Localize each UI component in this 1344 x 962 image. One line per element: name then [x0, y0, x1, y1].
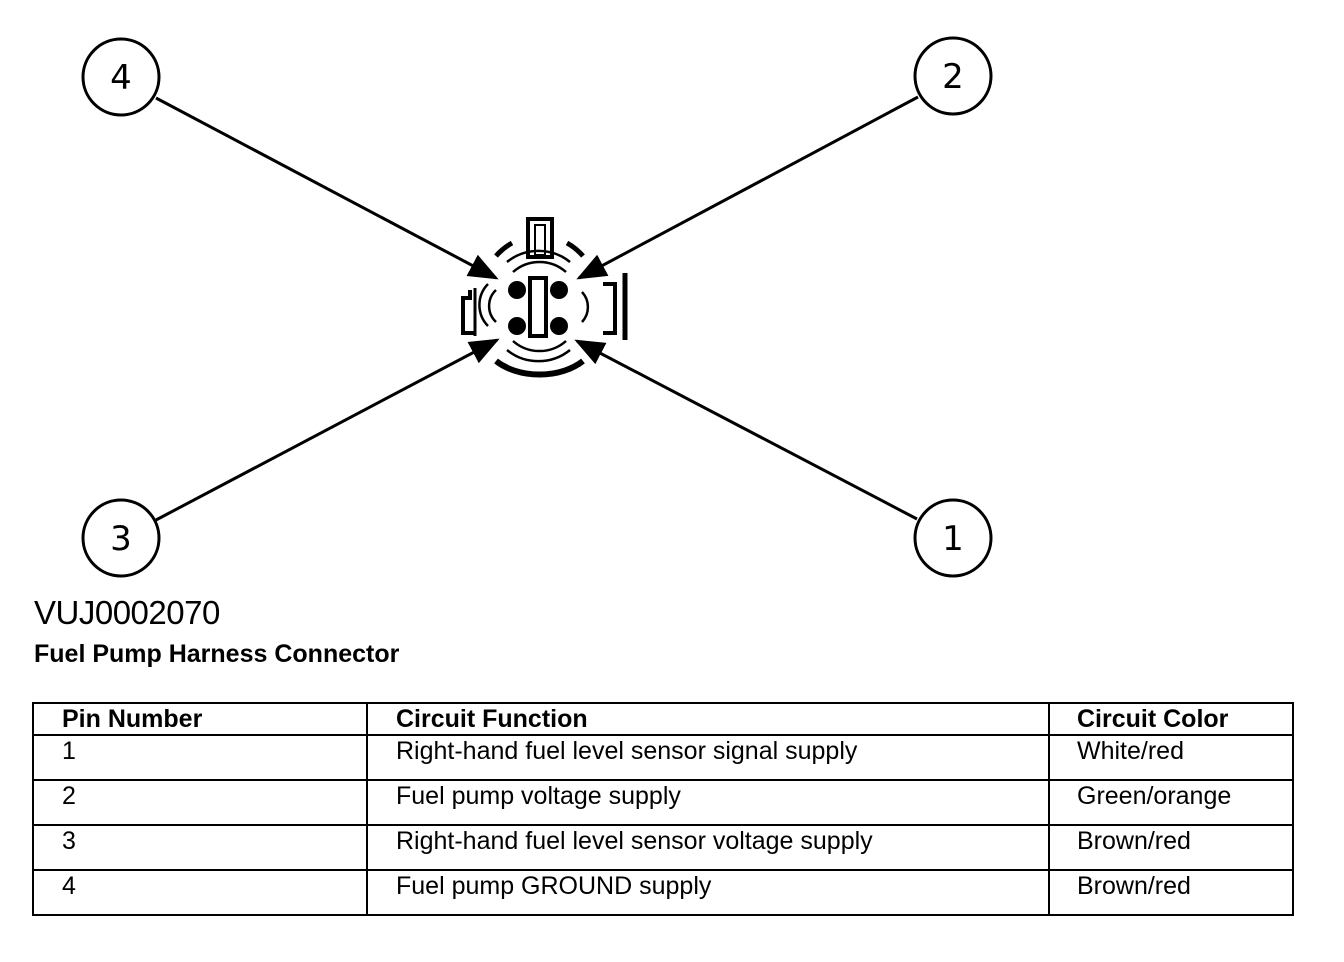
- cell-circuit-color: Brown/red: [1048, 869, 1294, 916]
- cell-pin-number: 4: [32, 869, 368, 916]
- pin-cavity-3: [508, 317, 526, 335]
- pin-cavity-2: [550, 281, 568, 299]
- table-row: 4 Fuel pump GROUND supply Brown/red: [32, 869, 1294, 916]
- callout-2-label: 2: [942, 57, 964, 97]
- leader-line-1: [574, 339, 918, 521]
- cell-pin-number: 3: [32, 824, 368, 871]
- pin-cavity-1: [550, 317, 568, 335]
- cell-circuit-function: Fuel pump voltage supply: [366, 779, 1050, 826]
- connector-key-tab: [526, 217, 554, 259]
- leader-line-3: [155, 338, 500, 522]
- figure-id: VUJ0002070: [34, 594, 220, 631]
- connector-face: [461, 217, 628, 378]
- cell-circuit-function: Fuel pump GROUND supply: [366, 869, 1050, 916]
- figure-caption: Fuel Pump Harness Connector: [34, 640, 400, 668]
- cell-circuit-function: Right-hand fuel level sensor signal supp…: [366, 734, 1050, 781]
- cell-circuit-color: Brown/red: [1048, 824, 1294, 871]
- cell-pin-number: 1: [32, 734, 368, 781]
- cell-pin-number: 2: [32, 779, 368, 826]
- header-circuit-color: Circuit Color: [1048, 702, 1294, 736]
- header-pin-number: Pin Number: [32, 702, 368, 736]
- pin-cavity-4: [508, 281, 526, 299]
- table-row: 2 Fuel pump voltage supply Green/orange: [32, 779, 1294, 826]
- table-row: 3 Right-hand fuel level sensor voltage s…: [32, 824, 1294, 871]
- callout-2: 2: [913, 36, 993, 116]
- callout-3-label: 3: [110, 519, 132, 559]
- table-row: 1 Right-hand fuel level sensor signal su…: [32, 734, 1294, 781]
- connector-diagram: 4 2 3 1: [81, 36, 993, 578]
- callout-4: 4: [81, 37, 161, 117]
- pin-table: Pin Number Circuit Function Circuit Colo…: [32, 702, 1294, 916]
- callout-3: 3: [81, 498, 161, 578]
- table-header-row: Pin Number Circuit Function Circuit Colo…: [32, 702, 1294, 736]
- callout-4-label: 4: [110, 58, 132, 98]
- cell-circuit-color: Green/orange: [1048, 779, 1294, 826]
- cell-circuit-function: Right-hand fuel level sensor voltage sup…: [366, 824, 1050, 871]
- cell-circuit-color: White/red: [1048, 734, 1294, 781]
- leader-lines: [155, 95, 919, 522]
- connector-center-slot: [528, 276, 548, 338]
- pin-cavities: [508, 281, 568, 335]
- callout-1-label: 1: [942, 519, 964, 559]
- leader-line-2: [576, 95, 919, 280]
- leader-line-4: [155, 96, 499, 280]
- callout-1: 1: [913, 498, 993, 578]
- header-circuit-function: Circuit Function: [366, 702, 1050, 736]
